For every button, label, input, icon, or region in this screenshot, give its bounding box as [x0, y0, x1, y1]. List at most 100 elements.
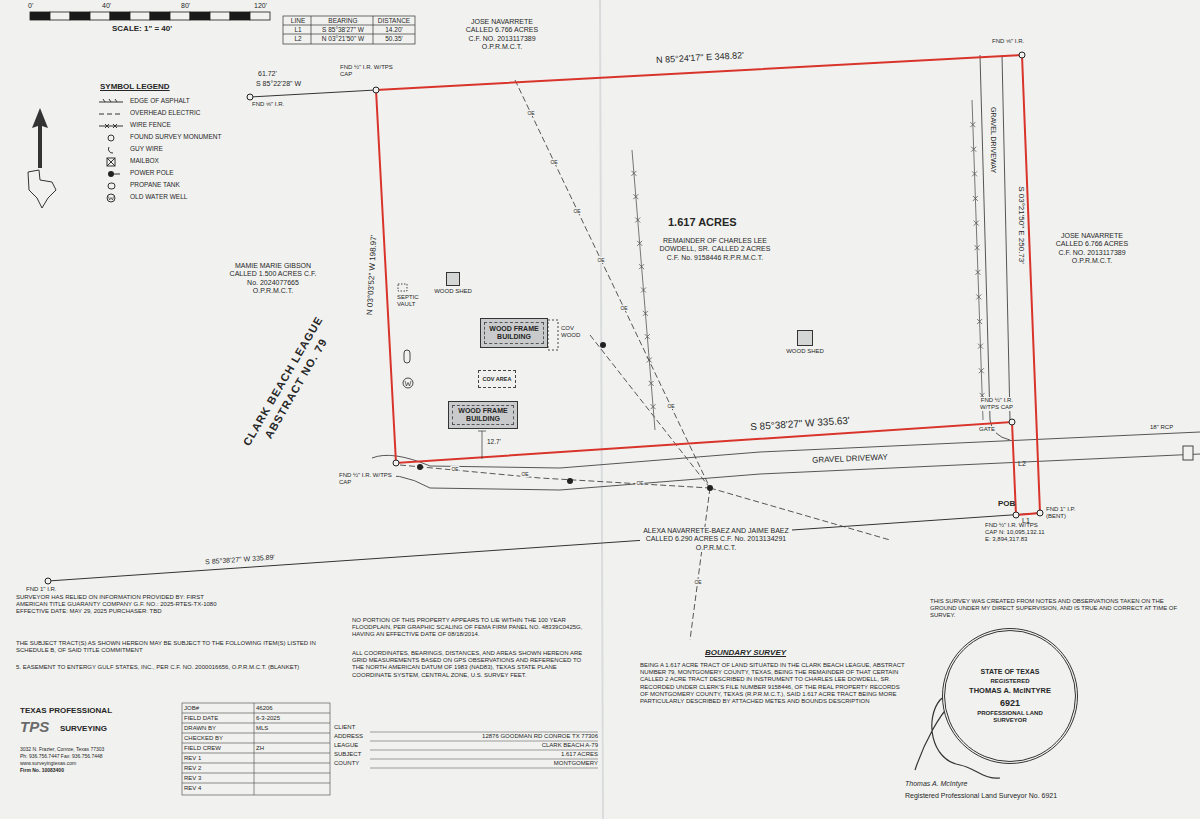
map-label: BEING A 1.617 ACRE TRACT OF LAND SITUATE… — [640, 662, 908, 705]
survey-monuments — [1019, 52, 1025, 58]
map-label: ADDRESS — [334, 733, 368, 740]
line-table — [283, 34, 415, 35]
fence-mark — [649, 381, 654, 386]
wire-fence — [631, 100, 984, 430]
north-arrow — [28, 170, 56, 208]
legend-sample — [98, 121, 124, 131]
map-label: FND ⅝" I.R. — [992, 38, 1024, 45]
map-label: REMAINDER OF CHARLES LEE DOWDELL, SR. CA… — [655, 237, 775, 262]
covered-area: COV AREA — [478, 370, 516, 388]
shed-square — [446, 272, 460, 286]
map-label: FND ½" I.R. W/TPS CAP — [964, 397, 1014, 411]
shed-symbol: WOOD SHED — [430, 272, 476, 295]
map-label: FND ½" I.R. W/TPS CAP — [338, 472, 396, 486]
legend-text: OVERHEAD ELECTRIC — [130, 109, 200, 117]
legend-text: FOUND SURVEY MONUMENT — [130, 133, 222, 141]
map-label: S 85°22'28" W — [256, 80, 301, 88]
fence-mark — [641, 288, 646, 293]
map-label: FIELD CREW — [184, 745, 252, 752]
driveway — [372, 454, 1200, 490]
driveway — [1002, 55, 1010, 420]
job-table — [182, 773, 330, 774]
wire-fence — [632, 150, 655, 430]
legend-text: PROPANE TANK — [130, 181, 180, 189]
dimension-line — [478, 431, 486, 459]
legend-text: EDGE OF ASPHALT — [130, 97, 190, 105]
map-label: SYMBOL LEGEND — [100, 82, 170, 92]
map-label: Registered Professional Land Surveyor No… — [905, 792, 1057, 800]
dimension-line — [482, 431, 483, 459]
legend-sample — [98, 133, 124, 143]
scale-segment — [230, 12, 250, 20]
map-label: N 03°21'50" W — [313, 35, 373, 43]
map-label: MLS — [256, 725, 328, 732]
power-poles — [417, 342, 713, 491]
map-label: CLIENT — [334, 724, 394, 731]
legend-sample — [99, 114, 123, 115]
overhead-electric — [515, 80, 710, 488]
legend-sample — [105, 124, 117, 128]
fence-mark — [971, 147, 976, 152]
map-label: 61.72' — [258, 70, 277, 78]
electric-tag: OE — [520, 471, 529, 477]
map-label: 80' — [181, 2, 190, 10]
map-label: THE SUBJECT TRACT(S) AS SHOWN HEREON MAY… — [16, 640, 346, 654]
scale-segment — [170, 12, 190, 20]
map-label: JOB# — [184, 705, 252, 712]
map-label: GATE — [978, 426, 996, 433]
map-label: CHECKED BY — [184, 735, 252, 742]
map-label: L1 — [285, 26, 311, 34]
legend-sample — [109, 197, 114, 201]
map-label: FND 1" I.R. — [26, 586, 56, 593]
site-symbols — [398, 284, 558, 388]
map-label: SURVEYOR HAS RELIED ON INFORMATION PROVI… — [16, 594, 226, 616]
job-table — [182, 723, 330, 724]
legend-sample — [98, 181, 124, 191]
map-label: COV WOOD — [561, 325, 591, 339]
electric-tag: OE — [450, 466, 459, 472]
map-label: 6-3-2025 — [256, 715, 328, 722]
map-label: 46206 — [256, 705, 328, 712]
map-label: 40' — [102, 2, 111, 10]
survey-monuments — [393, 460, 399, 466]
overhead-electric — [690, 488, 710, 640]
driveway — [372, 55, 1200, 490]
legend-sample — [98, 97, 124, 107]
map-label: BEARING — [313, 17, 373, 25]
north-arrow — [28, 108, 56, 208]
map-label: POB — [998, 499, 1015, 509]
map-label: COUNTY — [334, 760, 368, 767]
line-table — [283, 16, 415, 44]
electric-tag: OE — [666, 403, 675, 409]
map-label: www.surveyingtexas.com — [20, 760, 175, 766]
electric-tag: OE — [693, 579, 702, 585]
scale-segment — [110, 12, 130, 20]
seal-text: STATE OF TEXAS — [981, 668, 1040, 676]
map-label: 3032 N. Frazier, Conroe, Texas 77303 — [20, 746, 175, 752]
map-label: Ph: 936.756.7447 Fax: 936.756.7448 — [20, 753, 175, 759]
map-label: 120' — [254, 2, 267, 10]
map-label: L2 — [1018, 460, 1026, 468]
site-symbols — [404, 350, 410, 363]
fence-mark — [976, 294, 981, 299]
adjoiner-lines — [48, 90, 1040, 581]
fence-mark — [970, 122, 975, 127]
client-table — [370, 741, 598, 742]
shed-symbol: WOOD SHED — [782, 330, 828, 355]
client-table — [370, 732, 598, 733]
fence-mark — [651, 404, 656, 409]
surveyor-seal: STATE OF TEXASREGISTEREDTHOMAS A. McINTY… — [942, 628, 1078, 764]
power-poles — [567, 478, 573, 484]
map-label: FND ½" I.R. W/TPS CAP — [340, 64, 398, 78]
map-label: LINE — [285, 17, 311, 25]
survey-monuments — [373, 87, 379, 93]
fence-mark — [974, 221, 979, 226]
fence-mark — [643, 311, 648, 316]
legend-text: POWER POLE — [130, 169, 174, 177]
legend-text: WIRE FENCE — [130, 121, 171, 129]
scale-segment — [130, 12, 150, 20]
scale-segment — [30, 12, 50, 20]
map-label: 1.617 ACRES — [668, 216, 737, 229]
fence-mark — [647, 358, 652, 363]
map-label: 50.35' — [375, 35, 413, 43]
